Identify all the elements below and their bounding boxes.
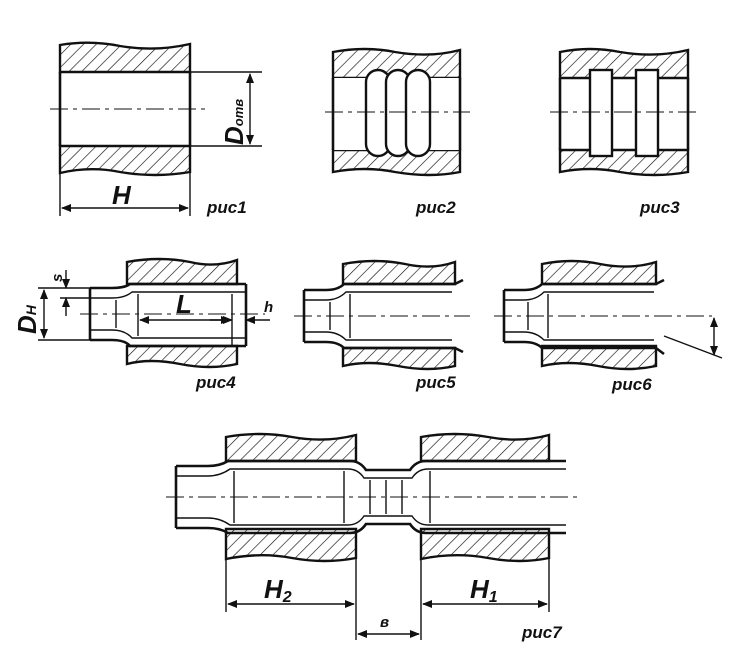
plate-height-label: H [112, 180, 132, 210]
plate-top [125, 257, 239, 286]
plate-left-bottom [224, 527, 358, 563]
bore-diameter-label: Dотв [219, 99, 249, 145]
figure-1-caption: рис1 [206, 198, 247, 217]
right-plate-height-label: H1 [470, 574, 498, 606]
plate-bottom [331, 148, 462, 177]
protrusion-label: h [264, 299, 273, 316]
length-label: L [176, 289, 192, 319]
figure-5-caption: рис5 [415, 373, 456, 392]
groove-ring [634, 68, 660, 158]
plate-bottom [540, 344, 658, 371]
tube-inner [504, 291, 654, 341]
wall-thickness-label: s [49, 274, 66, 282]
plate-bottom [341, 346, 457, 371]
figure-5: рис5 [294, 259, 470, 392]
plate-right-top [419, 432, 551, 463]
plate-right-bottom [419, 527, 551, 563]
tube-outer [90, 282, 246, 348]
bulge-ring [404, 68, 432, 158]
figure-4: s DH L h рис4 [12, 257, 273, 392]
figure-1: Dотв H рис1 [50, 41, 262, 217]
plate-bottom [58, 144, 192, 177]
tube-outer [304, 278, 464, 354]
figure-7-caption: рис7 [521, 623, 563, 642]
figure-6: рис6 [494, 259, 723, 394]
figure-3: рис3 [550, 47, 700, 217]
tube-outer [504, 278, 665, 356]
left-plate-height-label: H2 [264, 574, 292, 606]
plate-bottom [125, 344, 239, 369]
plate-top [58, 41, 192, 74]
plate-top [331, 47, 462, 80]
figure-2: рис2 [325, 47, 470, 217]
groove-ring [588, 68, 614, 158]
tube-inner [176, 468, 566, 526]
plate-top [540, 259, 658, 286]
figure-7: H2 в H1 рис7 [166, 432, 580, 642]
figure-2-caption: рис2 [415, 198, 456, 217]
figure-3-caption: рис3 [639, 198, 680, 217]
figure-4-caption: рис4 [195, 373, 236, 392]
gap-label: в [380, 614, 389, 631]
plate-left-top [224, 432, 358, 463]
plate-top [341, 259, 457, 286]
figure-6-caption: рис6 [611, 375, 652, 394]
tube-inner [90, 291, 246, 339]
tube-outer [176, 459, 566, 535]
outer-diameter-label: DH [12, 304, 42, 334]
tube-inner [304, 291, 452, 341]
plate-top [558, 47, 690, 80]
plate-bottom [558, 148, 690, 177]
